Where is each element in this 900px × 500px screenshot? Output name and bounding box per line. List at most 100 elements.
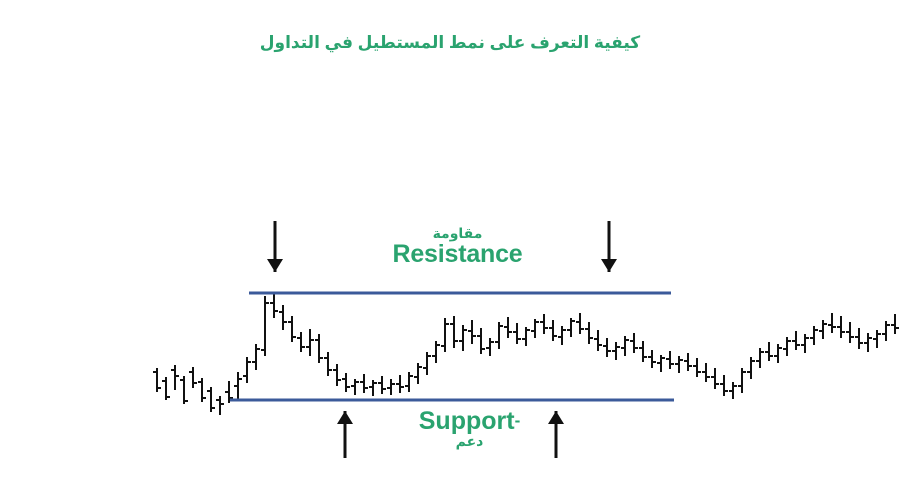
support-label-english: Support (418, 407, 515, 435)
ohlc-bar (809, 326, 819, 345)
arrow-down-resistance-touch-2 (601, 221, 617, 272)
ohlc-bar (773, 344, 783, 363)
ohlc-bar (404, 372, 414, 392)
ohlc-bar (278, 305, 288, 330)
support-label-dash: - (514, 411, 521, 430)
ohlc-bar (827, 313, 837, 333)
ohlc-bar (755, 348, 765, 368)
ohlc-bar (512, 323, 522, 344)
ohlc-bar (872, 330, 882, 348)
ohlc-bar (854, 328, 864, 349)
resistance-label-english: Resistance (392, 239, 523, 268)
ohlc-bar (368, 380, 378, 396)
ohlc-bar (836, 316, 846, 338)
ohlc-bar (350, 379, 360, 395)
ohlc-bar (161, 377, 171, 400)
ohlc-bar (566, 318, 576, 337)
ohlc-bar (296, 332, 306, 352)
ohlc-bar (152, 368, 162, 392)
ohlc-bar (341, 373, 351, 392)
ohlc-bar (233, 372, 243, 399)
ohlc-bar (197, 378, 207, 402)
ohlc-bar (818, 320, 828, 339)
ohlc-bar (557, 326, 567, 345)
ohlc-bar (314, 334, 324, 363)
ohlc-bar (413, 363, 423, 384)
ohlc-bar (215, 396, 225, 415)
ohlc-bar (764, 342, 774, 361)
ohlc-bar (674, 356, 684, 373)
ohlc-bar (386, 379, 396, 395)
ohlc-bar (242, 357, 252, 383)
ohlc-bar (521, 327, 531, 346)
ohlc-bar (890, 314, 900, 334)
support-label-row: Support- (382, 408, 557, 434)
ohlc-bar (593, 330, 603, 351)
ohlc-bar (692, 358, 702, 377)
ohlc-bar (206, 387, 216, 412)
ohlc-bar (728, 382, 738, 399)
ohlc-bar (260, 296, 270, 356)
ohlc-bar (719, 375, 729, 396)
ohlc-bar (647, 350, 657, 368)
ohlc-bar (188, 367, 198, 388)
ohlc-bar (638, 341, 648, 362)
ohlc-bar (458, 325, 468, 351)
ohlc-bar (323, 352, 333, 376)
ohlc-bar (746, 357, 756, 379)
ohlc-bars-group (152, 294, 900, 415)
ohlc-bar (449, 316, 459, 348)
ohlc-bar (440, 318, 450, 352)
ohlc-bar (881, 321, 891, 341)
ohlc-bar (584, 322, 594, 344)
ohlc-bar (683, 353, 693, 371)
ohlc-bar (737, 368, 747, 393)
ohlc-bar (494, 322, 504, 349)
arrow-up-support-touch-1 (337, 411, 353, 458)
ohlc-bar (224, 381, 234, 403)
ohlc-bar (377, 376, 387, 394)
ohlc-bar (503, 317, 513, 338)
ohlc-bar (269, 294, 279, 318)
page-title: كيفية التعرف على نمط المستطيل في التداول (259, 33, 641, 52)
ohlc-bar (287, 316, 297, 342)
ohlc-bar (863, 333, 873, 352)
ohlc-bar (800, 334, 810, 353)
ohlc-bar (359, 374, 369, 393)
resistance-label-arabic: مقاومة (432, 225, 483, 241)
ohlc-bar (620, 336, 630, 356)
ohlc-bar (782, 337, 792, 356)
ohlc-bar (710, 368, 720, 389)
support-label-arabic: دعم (455, 433, 484, 450)
ohlc-bar (395, 375, 405, 393)
ohlc-bar (602, 338, 612, 357)
ohlc-bar (539, 314, 549, 334)
ohlc-bar (530, 319, 540, 338)
ohlc-bar (656, 355, 666, 372)
ohlc-bar (431, 341, 441, 363)
ohlc-bar (485, 338, 495, 356)
support-label-block: Support- دعم (382, 408, 557, 449)
ohlc-bar (476, 328, 486, 354)
ohlc-bar (467, 320, 477, 344)
ohlc-bar (305, 329, 315, 356)
arrow-markers-group (267, 221, 617, 458)
ohlc-bar (575, 313, 585, 334)
ohlc-bar (845, 322, 855, 343)
ohlc-bar (665, 351, 675, 369)
ohlc-bar (548, 320, 558, 341)
ohlc-bar (611, 342, 621, 360)
ohlc-bar (422, 352, 432, 375)
ohlc-bar (701, 363, 711, 382)
resistance-label-block: مقاومة Resistance (385, 226, 530, 267)
ohlc-bar (170, 365, 180, 390)
ohlc-bar (179, 376, 189, 404)
ohlc-bar (629, 333, 639, 353)
ohlc-bar (791, 331, 801, 350)
ohlc-bar (332, 364, 342, 386)
arrow-down-resistance-touch-1 (267, 221, 283, 272)
arrow-up-support-touch-2 (548, 411, 564, 458)
